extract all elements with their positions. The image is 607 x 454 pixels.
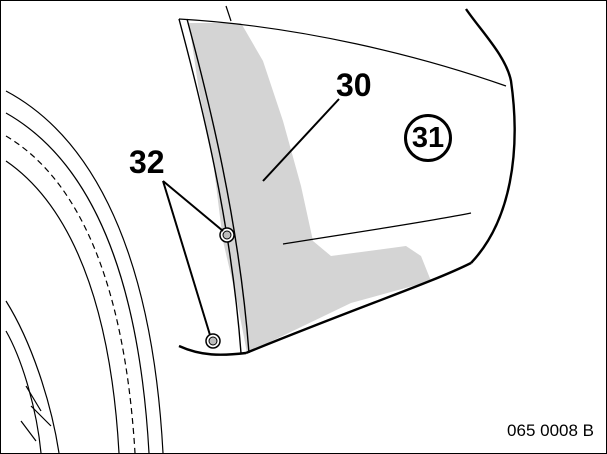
trim-panel-edge	[178, 18, 250, 354]
leader-30	[262, 98, 340, 182]
label-30: 30	[336, 67, 372, 103]
fastener-lower	[205, 333, 221, 349]
trim-panel-shape	[189, 23, 431, 353]
figure-caption: 065 0008 B	[507, 421, 594, 440]
fastener-upper	[219, 227, 235, 243]
leader-lines	[162, 98, 340, 336]
leader-32-upper	[162, 180, 224, 232]
leader-32-lower	[162, 180, 211, 336]
label-31: 31	[404, 114, 452, 162]
tire-lines	[5, 90, 164, 453]
label-32: 32	[129, 144, 165, 180]
bumper-outline	[178, 5, 516, 356]
